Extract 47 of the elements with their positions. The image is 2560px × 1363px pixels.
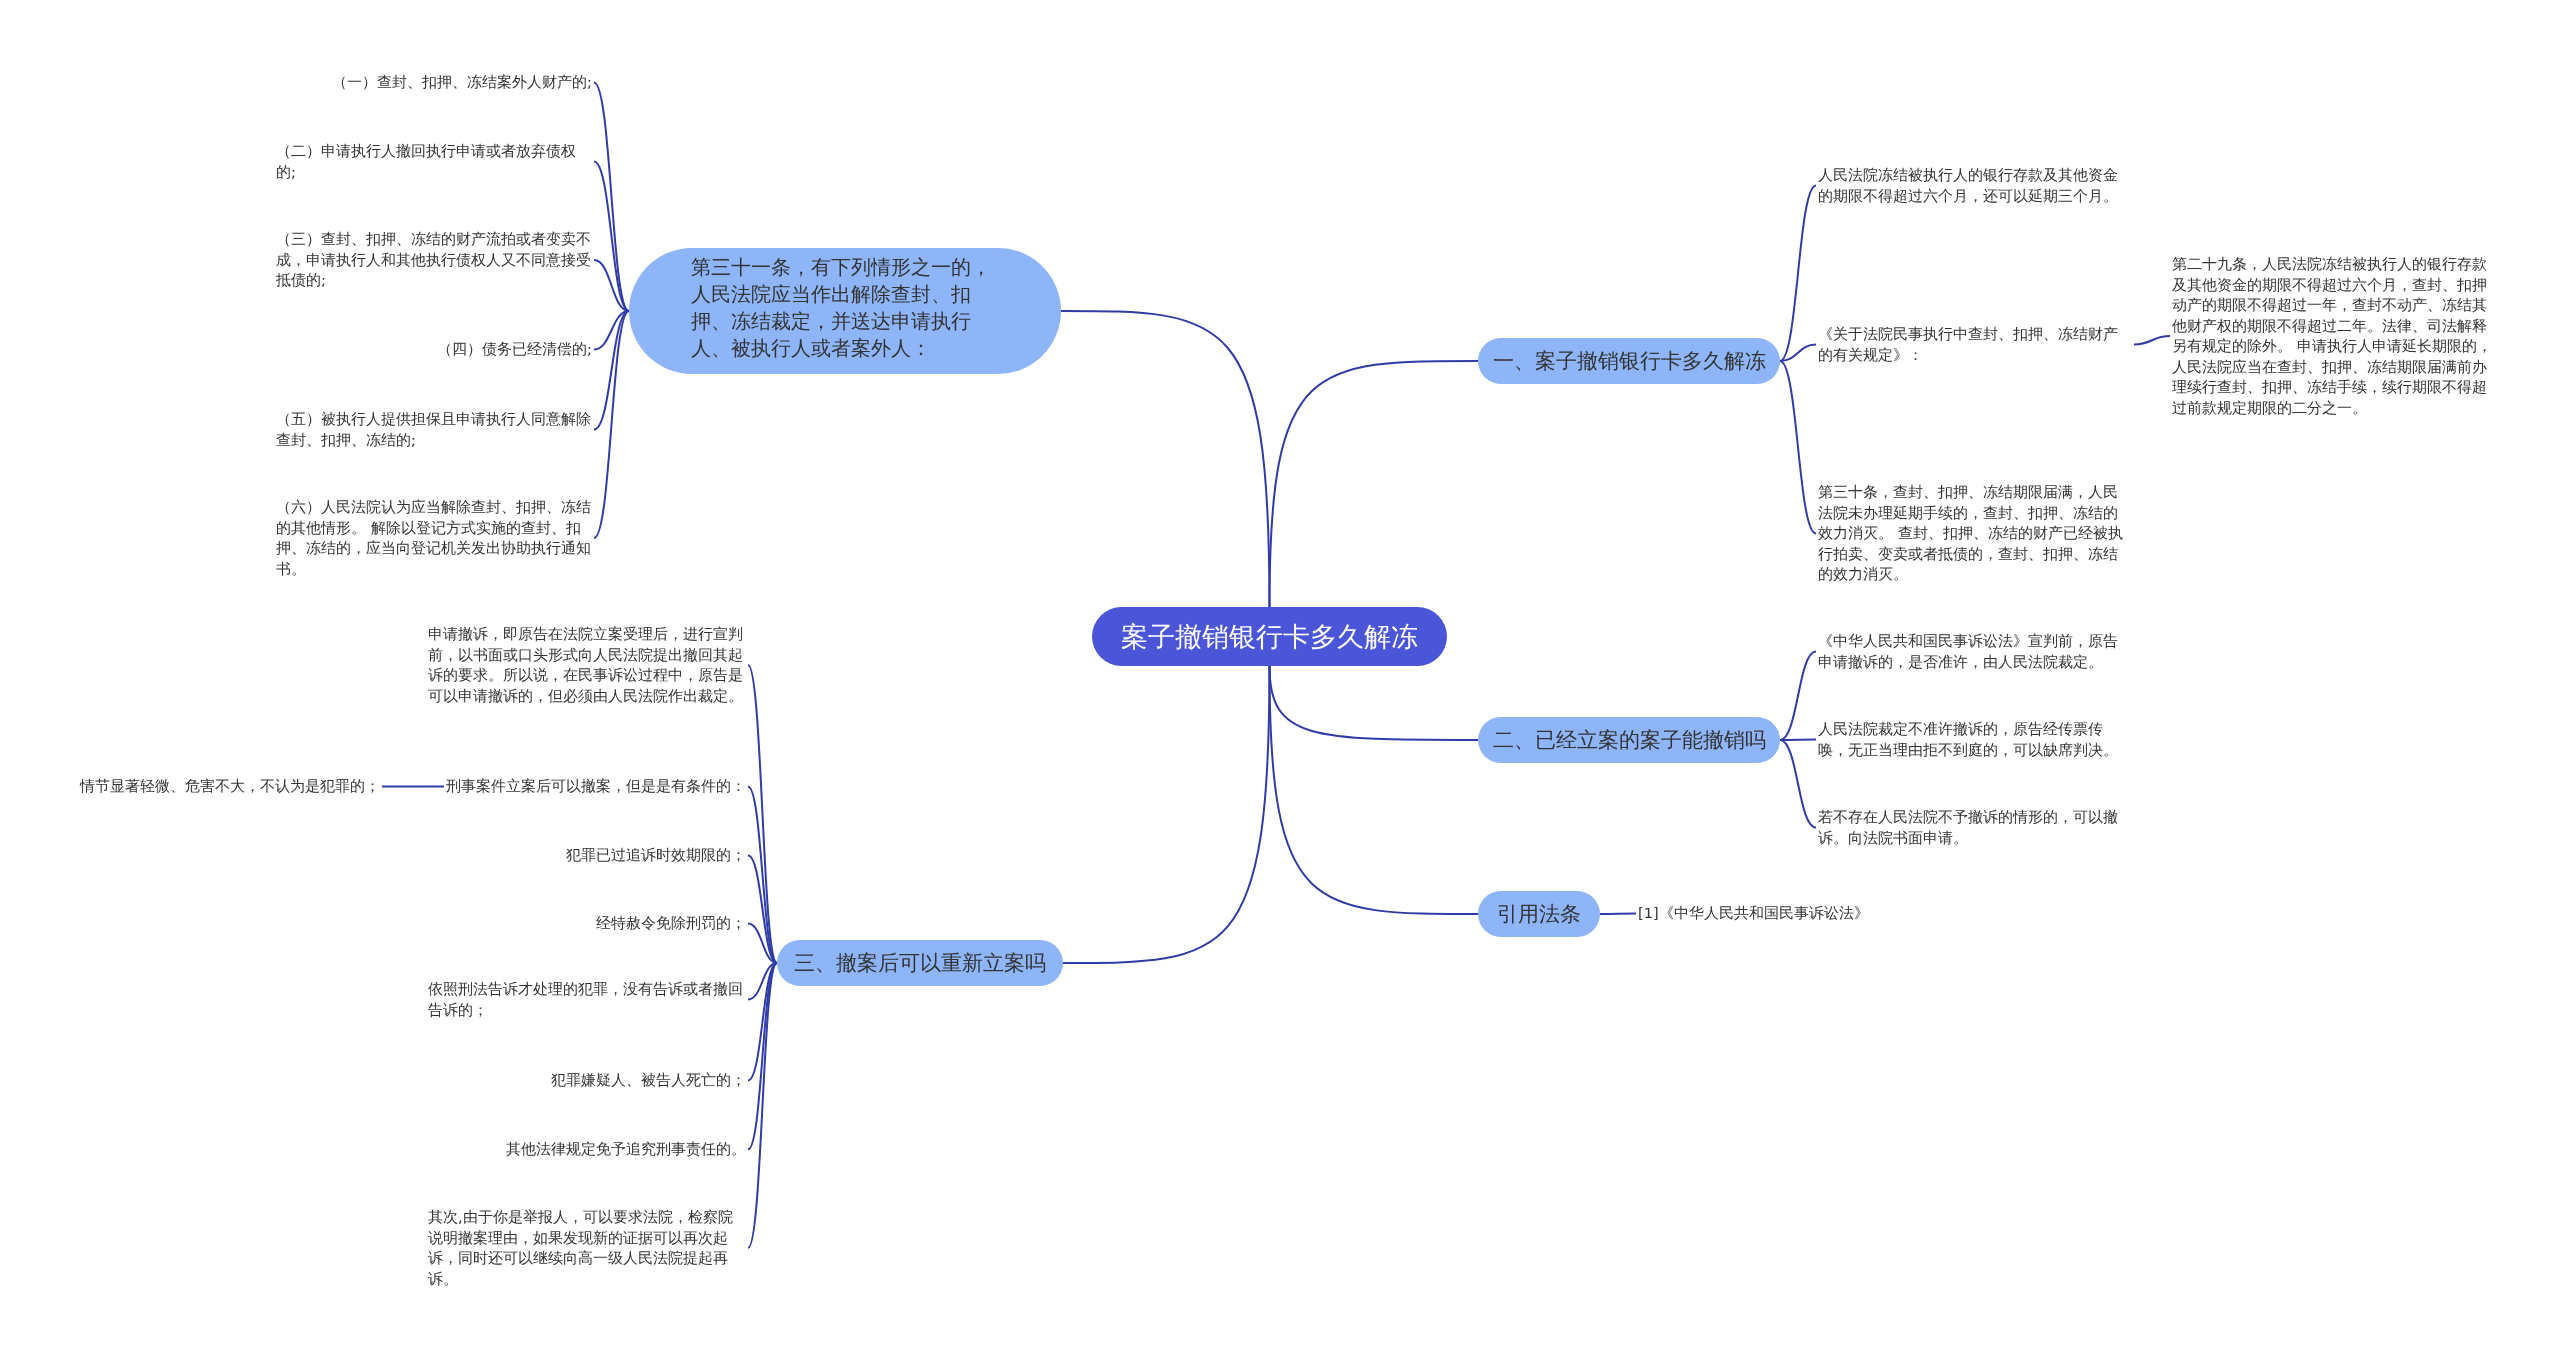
note-text: 情节显著轻微、危害不大，不认为是犯罪的； — [78, 775, 382, 798]
connector-line — [381, 785, 445, 788]
note-text: 其次,由于你是举报人，可以要求法院，检察院说明撤案理由，如果发现新的证据可以再次起诉，同时还可以继续向高一级人民法院提起再诉。 — [426, 1206, 748, 1290]
note-text: （三）查封、扣押、冻结的财产流拍或者变卖不成，申请执行人和其他执行债权人又不同意接受抵债的; — [274, 228, 594, 292]
connector-line — [747, 962, 778, 1249]
note-text: 第三十条，查封、扣押、冻结期限届满，人民法院未办理延期手续的，查封、扣押、冻结的效力消灭。 查封、扣押、冻结的财产已经被执行拍卖、变卖或者抵债的，查封、扣押、冻结的效力消灭。 — [1816, 481, 2134, 586]
connector-line — [1779, 739, 1817, 829]
central-topic-box: 案子撤销银行卡多久解冻 — [1092, 607, 1447, 666]
note-text: 人民法院冻结被执行人的银行存款及其他资金的期限不得超过六个月，还可以延期三个月。 — [1816, 164, 2134, 207]
connector-line — [1599, 912, 1637, 915]
note-text: （五）被执行人提供担保且申请执行人同意解除查封、扣押、冻结的; — [274, 408, 594, 451]
note-text: 人民法院裁定不准许撤诉的，原告经传票传唤，无正当理由拒不到庭的，可以缺席判决。 — [1816, 718, 2134, 761]
connector-line — [593, 81, 630, 312]
note-text: 若不存在人民法院不予撤诉的情形的，可以撤诉。向法院书面申请。 — [1816, 806, 2134, 849]
connector-line — [593, 310, 630, 539]
topic-box: 三、撤案后可以重新立案吗 — [777, 940, 1063, 986]
note-text: 第二十九条，人民法院冻结被执行人的银行存款及其他资金的期限不得超过六个月，查封、扣押动产的期限不得超过一年，查封不动产、冻结其他财产权的期限不得超过二年。法律、司法解释另有规定的除外。 申请执行人申请延长期限的，人民法院应当在查封、扣押、冻结期限届满前办理续行查封、扣押、冻结手续，续行期限不得超过前款规定期限的二分之一。 — [2170, 253, 2494, 419]
topic-box: 一、案子撤销银行卡多久解冻 — [1478, 338, 1780, 384]
connector-line — [1060, 310, 1271, 608]
note-text: （四）债务已经清偿的; — [435, 338, 594, 361]
connector-line — [1779, 184, 1817, 362]
note-text: 《中华人民共和国民事诉讼法》宣判前，原告申请撤诉的，是否准许，由人民法院裁定。 — [1816, 630, 2134, 673]
connector-line — [1779, 343, 1817, 362]
note-text: 犯罪嫌疑人、被告人死亡的； — [549, 1069, 748, 1092]
topic-bubble: 第三十一条，有下列情形之一的，人民法院应当作出解除查封、扣押、冻结裁定，并送达申请执行人、被执行人或者案外人： — [629, 248, 1061, 374]
topic-box: 二、已经立案的案子能撤销吗 — [1478, 717, 1780, 763]
note-text: 经特赦令免除刑罚的； — [594, 912, 748, 935]
connector-line — [1779, 650, 1817, 741]
connector-line — [1268, 665, 1479, 915]
note-text: 犯罪已过追诉时效期限的； — [564, 844, 748, 867]
topic-box: 引用法条 — [1478, 891, 1600, 937]
note-text: [1]《中华人民共和国民事诉讼法》 — [1636, 902, 1871, 925]
note-text: （六）人民法院认为应当解除查封、扣押、冻结的其他情形。 解除以登记方式实施的查封、扣押、冻结的，应当向登记机关发出协助执行通知书。 — [274, 496, 594, 580]
note-text: 依照刑法告诉才处理的犯罪，没有告诉或者撤回告诉的； — [426, 978, 748, 1021]
connector-line — [747, 664, 778, 964]
connector-line — [1779, 360, 1817, 535]
note-text: 刑事案件立案后可以撤案，但是是有条件的： — [444, 775, 748, 798]
note-text: （二）申请执行人撤回执行申请或者放弃债权的; — [274, 140, 594, 183]
connector-line — [593, 310, 630, 431]
connector-line — [1062, 665, 1271, 964]
note-text: 其他法律规定免予追究刑事责任的。 — [504, 1138, 748, 1161]
note-text: （一）查封、扣押、冻结案外人财产的; — [330, 71, 594, 94]
connector-line — [2133, 335, 2171, 346]
note-text: 申请撤诉，即原告在法院立案受理后，进行宣判前，以书面或口头形式向人民法院提出撤回其起诉的要求。所以说，在民事诉讼过程中，原告是可以申请撤诉的，但必须由人民法院作出裁定。 — [426, 623, 748, 707]
connector-line — [747, 962, 778, 1001]
note-text: 《关于法院民事执行中查封、扣押、冻结财产的有关规定》： — [1816, 323, 2134, 366]
connector-line — [593, 160, 630, 312]
